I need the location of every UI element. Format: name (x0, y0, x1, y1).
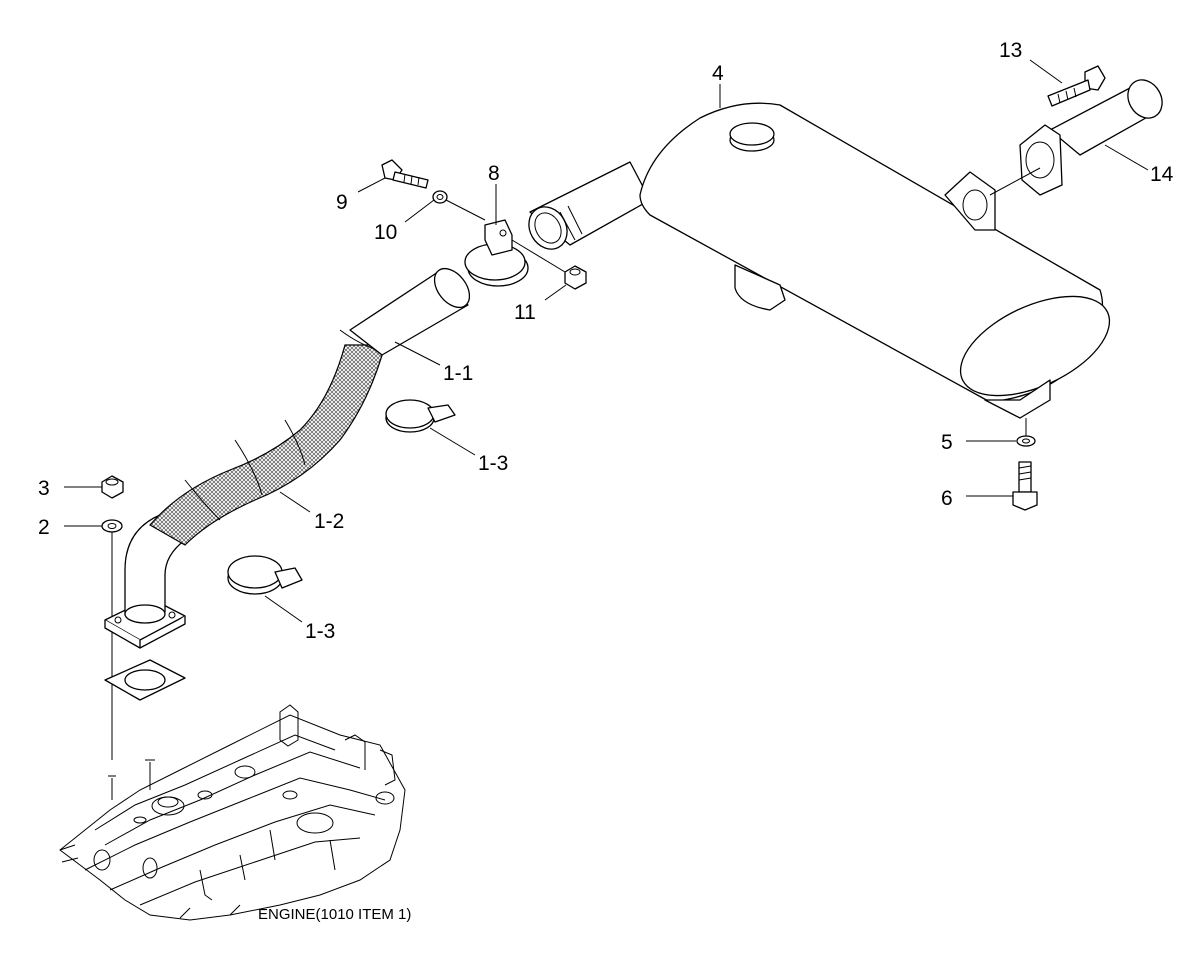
leader-14 (1104, 144, 1149, 171)
label-13: 13 (999, 39, 1022, 62)
leader-1-3-lower (264, 595, 303, 623)
band-clamp-8 (464, 219, 529, 287)
label-1-2: 1-2 (314, 510, 344, 533)
label-1-3-upper: 1-3 (478, 452, 508, 475)
washer-10 (432, 190, 448, 204)
label-6: 6 (941, 487, 953, 510)
bolt-9 (381, 159, 429, 189)
flex-pipe-1-2 (104, 329, 386, 649)
tail-pipe-14 (1019, 79, 1163, 196)
nut-11 (564, 265, 587, 290)
leader-13 (1029, 59, 1063, 84)
label-1-3-lower: 1-3 (305, 620, 335, 643)
clamp-1-3-lower (227, 555, 303, 595)
label-3: 3 (38, 477, 50, 500)
leader-1-3-upper (429, 427, 476, 456)
leader-9 (357, 177, 386, 193)
engine-caption: ENGINE(1010 ITEM 1) (258, 906, 411, 923)
label-2: 2 (38, 516, 50, 539)
leader-10-bracket (445, 199, 486, 221)
engine-drawing (59, 704, 406, 921)
label-8: 8 (488, 162, 500, 185)
label-9: 9 (336, 191, 348, 214)
pipe-1-1 (349, 267, 471, 356)
label-5: 5 (941, 431, 953, 454)
leader-11 (544, 284, 567, 301)
label-14: 14 (1150, 163, 1174, 186)
bolt-13 (1047, 65, 1106, 107)
nut-3 (101, 475, 124, 499)
leader-1-2 (279, 491, 311, 513)
bolt-6 (1012, 461, 1038, 511)
leader-11-bracket (511, 239, 566, 273)
clamp-1-3-upper (385, 399, 456, 433)
label-1-1: 1-1 (443, 362, 473, 385)
leader-1-1 (394, 341, 441, 366)
gasket (104, 659, 186, 701)
label-11: 11 (514, 301, 536, 324)
leader-14-flange (989, 167, 1041, 196)
washer-5 (1016, 435, 1036, 447)
label-10: 10 (374, 221, 397, 244)
leader-10 (404, 199, 435, 223)
washer-2 (101, 519, 123, 533)
label-4: 4 (712, 62, 724, 85)
muffler-4 (528, 102, 1111, 419)
